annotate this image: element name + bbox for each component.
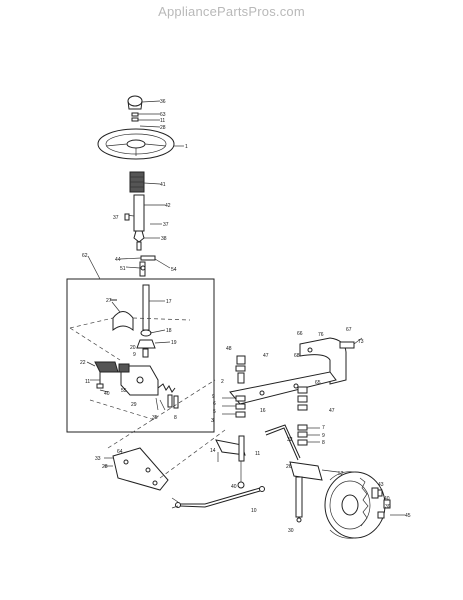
callout-32: 32 bbox=[287, 437, 293, 443]
callout-11c: 11 bbox=[255, 451, 260, 457]
steering-arm-right bbox=[289, 461, 339, 523]
tie-rod bbox=[264, 424, 301, 461]
callout-40a: 40 bbox=[104, 391, 110, 397]
callout-28a: 28 bbox=[160, 125, 166, 131]
callout-16: 16 bbox=[260, 408, 266, 414]
steering-arm-left bbox=[215, 435, 246, 489]
callout-5: 5 bbox=[213, 409, 216, 415]
steering-knob bbox=[127, 95, 161, 110]
spindle-right bbox=[297, 386, 320, 446]
lower-bracket bbox=[104, 379, 226, 491]
callout-40b: 40 bbox=[231, 484, 237, 490]
callout-8a: 8 bbox=[174, 415, 177, 421]
callout-27: 27 bbox=[106, 298, 112, 304]
callout-9c: 9 bbox=[322, 433, 325, 439]
inset-spring-assembly bbox=[89, 383, 179, 421]
callout-45: 45 bbox=[405, 513, 411, 519]
callout-20: 20 bbox=[130, 345, 136, 351]
inset-pivot-plate bbox=[86, 361, 159, 396]
callout-18: 18 bbox=[166, 328, 172, 334]
callout-42: 42 bbox=[165, 203, 171, 209]
callout-28b: 28 bbox=[102, 464, 108, 470]
callout-26: 26 bbox=[286, 464, 292, 470]
callout-67: 67 bbox=[346, 327, 352, 333]
callout-51: 51 bbox=[120, 266, 126, 272]
callout-17: 17 bbox=[166, 299, 172, 305]
callout-44: 44 bbox=[115, 257, 121, 263]
callout-36: 36 bbox=[160, 99, 166, 105]
knob-hardware bbox=[131, 112, 161, 128]
watermark: AppliancePartsPros.com bbox=[158, 4, 305, 19]
callout-68: 68 bbox=[294, 353, 300, 359]
callout-37b: 37 bbox=[163, 222, 169, 228]
callout-73: 73 bbox=[358, 339, 364, 345]
callout-7: 7 bbox=[322, 425, 325, 431]
callout-41: 41 bbox=[160, 182, 166, 188]
inset-frame bbox=[66, 255, 215, 433]
callout-38: 38 bbox=[161, 236, 167, 242]
inset-sector-gear bbox=[69, 299, 191, 361]
callout-65: 65 bbox=[315, 380, 321, 386]
callout-30: 30 bbox=[288, 528, 294, 534]
steering-shaft-upper bbox=[124, 194, 165, 251]
front-wheel bbox=[324, 471, 386, 539]
callout-54: 54 bbox=[171, 267, 177, 273]
callout-11b: 11 bbox=[85, 379, 90, 385]
axle-bracket bbox=[299, 337, 363, 385]
steering-wheel bbox=[97, 128, 184, 160]
steering-bellows bbox=[129, 171, 161, 193]
callout-14: 14 bbox=[210, 448, 216, 454]
callout-47a: 47 bbox=[263, 353, 269, 359]
callout-6: 6 bbox=[213, 401, 216, 407]
callout-11a: 11 bbox=[160, 118, 165, 124]
callout-55: 55 bbox=[121, 388, 127, 394]
column-pin bbox=[119, 255, 171, 277]
callout-1: 1 bbox=[185, 144, 188, 150]
wheel-hardware bbox=[371, 487, 405, 519]
callout-35: 35 bbox=[152, 415, 158, 421]
callout-9b: 9 bbox=[212, 394, 215, 400]
callout-43: 43 bbox=[378, 482, 384, 488]
drag-link bbox=[171, 486, 265, 509]
callout-9a: 9 bbox=[133, 352, 136, 358]
inset-shaft bbox=[136, 284, 171, 358]
callout-2: 2 bbox=[221, 379, 224, 385]
callout-76: 76 bbox=[318, 332, 324, 338]
callout-8b: 8 bbox=[322, 440, 325, 446]
callout-52: 52 bbox=[338, 471, 344, 477]
callout-3: 3 bbox=[211, 418, 214, 424]
spindle-left bbox=[222, 355, 246, 418]
callout-66: 66 bbox=[297, 331, 303, 337]
callout-19: 19 bbox=[171, 340, 177, 346]
callout-37a: 37 bbox=[113, 215, 119, 221]
callout-39: 39 bbox=[385, 504, 391, 510]
callout-47b: 47 bbox=[329, 408, 335, 414]
front-axle bbox=[229, 371, 337, 405]
callout-10: 10 bbox=[251, 508, 257, 514]
callout-64: 64 bbox=[117, 449, 123, 455]
callout-40c: 40 bbox=[384, 496, 390, 502]
callout-62: 62 bbox=[82, 253, 88, 259]
callout-29: 29 bbox=[131, 402, 137, 408]
callout-22: 22 bbox=[80, 360, 86, 366]
callout-48: 48 bbox=[226, 346, 232, 352]
callout-33: 33 bbox=[95, 456, 101, 462]
callout-63: 63 bbox=[160, 112, 166, 118]
